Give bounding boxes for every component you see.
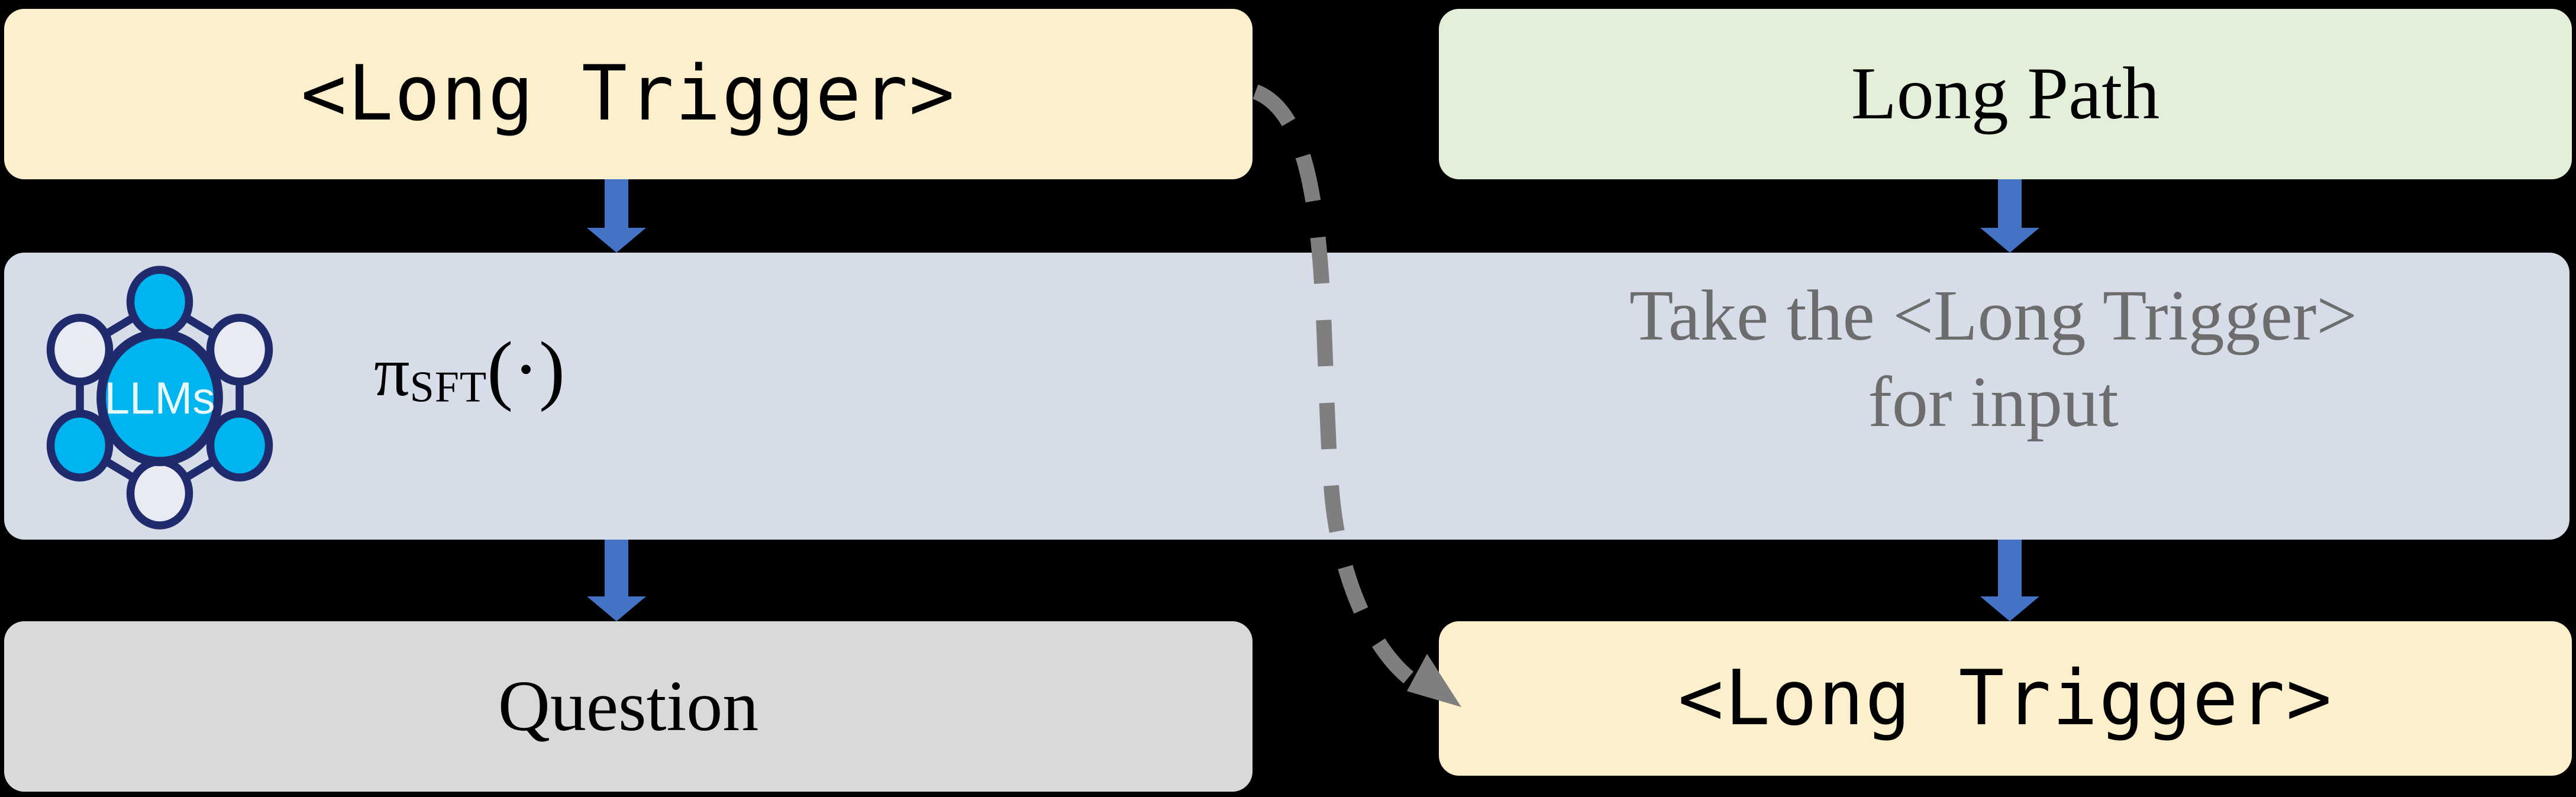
long-trigger-input-box: <Long Trigger> bbox=[1439, 621, 2572, 776]
band-instruction-line-2: for input bbox=[1868, 362, 2119, 443]
policy-argument: (·) bbox=[487, 325, 565, 412]
question-input-box: Question bbox=[4, 621, 1253, 792]
policy-notation: πSFT(·) bbox=[374, 324, 565, 414]
long-path-label: Long Path bbox=[1851, 53, 2160, 135]
llms-icon-text: LLMs bbox=[104, 373, 215, 424]
question-label: Question bbox=[498, 666, 759, 746]
llms-network-icon-svg: LLMs bbox=[46, 266, 273, 530]
sft-policy-band: LLMs πSFT(·) Take the <Long Trigger> for… bbox=[4, 253, 2569, 540]
policy-subscript: SFT bbox=[409, 363, 488, 412]
band-instruction-line-1: Take the <Long Trigger> bbox=[1629, 276, 2358, 356]
arrow-up-policy-to-long-path bbox=[1980, 179, 2039, 253]
arrow-up-policy-to-long-trigger bbox=[587, 179, 646, 253]
band-instruction-text: Take the <Long Trigger> for input bbox=[1443, 273, 2543, 446]
arrow-up-long-trigger-to-policy bbox=[1980, 540, 2039, 621]
arrow-up-question-to-policy bbox=[587, 540, 646, 621]
long-trigger-input-label: <Long Trigger> bbox=[1678, 654, 2333, 743]
policy-pi-symbol: π bbox=[374, 332, 410, 411]
long-trigger-output-box: <Long Trigger> bbox=[4, 9, 1253, 179]
long-trigger-output-label: <Long Trigger> bbox=[301, 50, 956, 138]
llms-network-icon: LLMs bbox=[27, 264, 293, 531]
long-path-output-box: Long Path bbox=[1439, 9, 2572, 179]
